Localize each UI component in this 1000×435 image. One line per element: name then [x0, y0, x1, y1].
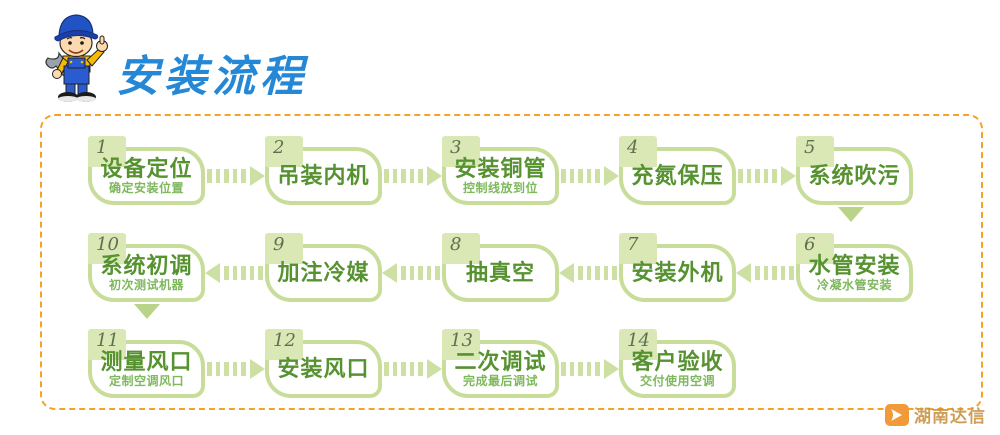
step-2-card: 2 吊装内机	[265, 136, 382, 205]
flow-arrow-left-icon	[559, 263, 619, 283]
step-13-card: 13 二次调试 完成最后调试	[442, 329, 559, 398]
flow-arrow-right-icon	[559, 359, 619, 379]
step-13-number: 13	[442, 329, 480, 360]
step-13-subtitle: 完成最后调试	[462, 373, 538, 388]
flow-row-3: 11 测量风口 定制空调风口 12 安装风口 13 二次调试 完成最后调试 14…	[88, 329, 736, 398]
step-5-title: 系统吹污	[808, 162, 901, 188]
step-7-number: 7	[619, 233, 657, 264]
step-9-number: 9	[265, 233, 303, 264]
step-10-title: 系统初调	[100, 252, 193, 278]
step-4-title: 充氮保压	[631, 162, 724, 188]
step-6-number: 6	[796, 233, 834, 264]
flow-arrow-right-icon	[382, 166, 442, 186]
step-13-title: 二次调试	[454, 348, 547, 374]
step-5-number: 5	[796, 136, 834, 167]
step-7-card: 7 安装外机	[619, 233, 736, 302]
step-14-card: 14 客户验收 交付使用空调	[619, 329, 736, 398]
step-1-title: 设备定位	[100, 155, 193, 181]
flow-arrow-left-icon	[736, 263, 796, 283]
watermark-logo-icon	[885, 403, 909, 426]
flow-arrow-right-icon	[559, 166, 619, 186]
step-6-subtitle: 冷凝水管安装	[816, 277, 892, 292]
step-14-subtitle: 交付使用空调	[639, 373, 715, 388]
step-14-title: 客户验收	[631, 348, 724, 374]
flow-arrow-right-icon	[205, 359, 265, 379]
step-3-number: 3	[442, 136, 480, 167]
flow-arrow-right-icon	[205, 166, 265, 186]
step-4-number: 4	[619, 136, 657, 167]
step-8-number: 8	[442, 233, 480, 264]
flow-frame: 1 设备定位 确定安装位置 2 吊装内机 3 安装铜管 控制线放到位 4 充氮保…	[40, 114, 983, 410]
step-1-card: 1 设备定位 确定安装位置	[88, 136, 205, 205]
step-6-card: 6 水管安装 冷凝水管安装	[796, 233, 913, 302]
flow-arrow-left-icon	[382, 263, 442, 283]
watermark-text: 湖南达信	[914, 407, 986, 426]
step-2-number: 2	[265, 136, 303, 167]
step-11-number: 11	[88, 329, 126, 360]
page-title: 安装流程	[116, 52, 308, 102]
step-10-number: 10	[88, 233, 126, 264]
step-12-card: 12 安装风口	[265, 329, 382, 398]
step-3-title: 安装铜管	[454, 155, 547, 181]
step-8-card: 8 抽真空	[442, 233, 559, 302]
step-7-title: 安装外机	[631, 259, 724, 285]
flow-arrow-down-icon	[838, 207, 864, 222]
step-14-number: 14	[619, 329, 657, 360]
step-12-number: 12	[265, 329, 303, 360]
step-8-title: 抽真空	[465, 259, 535, 285]
step-2-title: 吊装内机	[277, 162, 370, 188]
flow-row-1: 1 设备定位 确定安装位置 2 吊装内机 3 安装铜管 控制线放到位 4 充氮保…	[88, 136, 913, 205]
step-5-card: 5 系统吹污	[796, 136, 913, 205]
step-3-subtitle: 控制线放到位	[462, 180, 538, 195]
step-9-title: 加注冷媒	[277, 259, 370, 285]
flow-arrow-down-icon	[134, 304, 160, 319]
step-4-card: 4 充氮保压	[619, 136, 736, 205]
repairman-mascot-image	[45, 14, 108, 102]
step-12-title: 安装风口	[277, 355, 370, 381]
step-10-subtitle: 初次测试机器	[108, 277, 184, 292]
step-3-card: 3 安装铜管 控制线放到位	[442, 136, 559, 205]
step-11-subtitle: 定制空调风口	[108, 373, 184, 388]
step-6-title: 水管安装	[808, 252, 901, 278]
step-11-title: 测量风口	[100, 348, 193, 374]
flow-row-2: 10 系统初调 初次测试机器 9 加注冷媒 8 抽真空 7 安装外机	[88, 233, 913, 302]
flow-arrow-right-icon	[382, 359, 442, 379]
flow-arrow-right-icon	[736, 166, 796, 186]
step-9-card: 9 加注冷媒	[265, 233, 382, 302]
step-1-subtitle: 确定安装位置	[108, 180, 184, 195]
flow-arrow-left-icon	[205, 263, 265, 283]
step-10-card: 10 系统初调 初次测试机器	[88, 233, 205, 302]
watermark: 湖南达信	[885, 402, 986, 427]
step-11-card: 11 测量风口 定制空调风口	[88, 329, 205, 398]
step-1-number: 1	[88, 136, 126, 167]
